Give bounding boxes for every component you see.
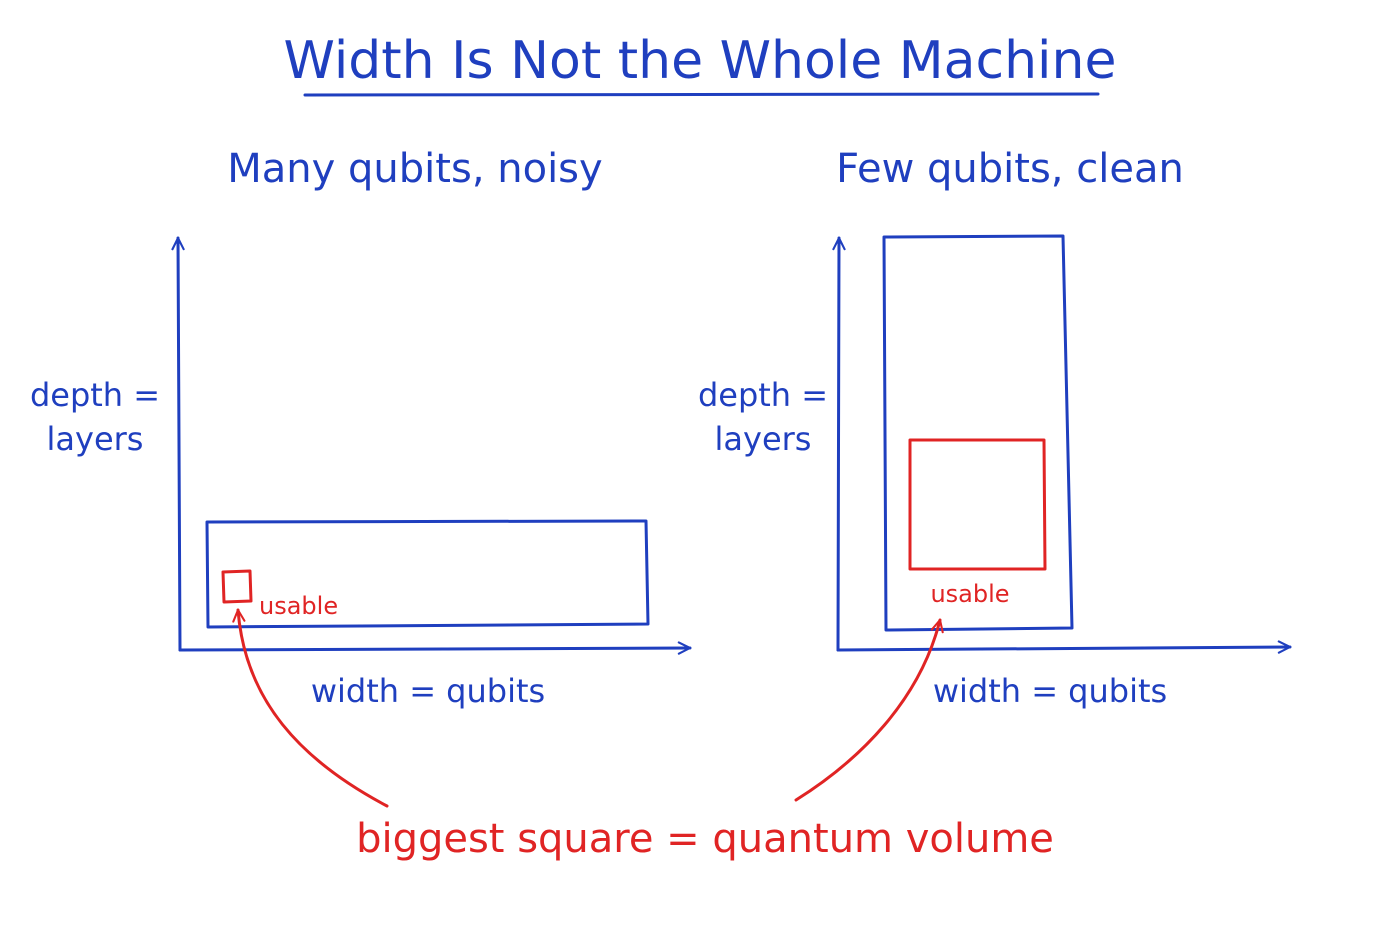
- usable-square: [221, 569, 253, 604]
- title-underline: [303, 92, 1100, 97]
- y-axis: [171, 236, 185, 652]
- usable-label: usable: [930, 580, 1009, 608]
- x-axis: [836, 640, 1292, 654]
- x-axis: [178, 641, 692, 655]
- y-axis-label-line1: depth =: [698, 376, 828, 414]
- x-axis-label: width = qubits: [933, 672, 1167, 710]
- y-axis-label-line2: layers: [715, 420, 812, 458]
- panel-heading: Few qubits, clean: [836, 146, 1184, 192]
- quantum-volume-callout: biggest square = quantum volume: [356, 816, 1054, 862]
- panel-many-qubits-noisy: Many qubits, noisy depth = layers width …: [30, 146, 692, 710]
- diagram-title: Width Is Not the Whole Machine: [284, 31, 1117, 91]
- y-axis: [832, 236, 846, 652]
- callout-arrow-left: [232, 608, 389, 808]
- usable-label: usable: [259, 592, 338, 620]
- x-axis-label: width = qubits: [311, 672, 545, 710]
- usable-square: [908, 438, 1047, 571]
- machine-rectangle: [205, 519, 650, 629]
- machine-rectangle: [882, 234, 1074, 632]
- panel-heading: Many qubits, noisy: [227, 146, 602, 192]
- y-axis-label-line1: depth =: [30, 376, 160, 414]
- y-axis-label-line2: layers: [47, 420, 144, 458]
- callout-arrow-right: [794, 618, 944, 802]
- panel-few-qubits-clean: Few qubits, clean depth = layers width =…: [698, 146, 1292, 710]
